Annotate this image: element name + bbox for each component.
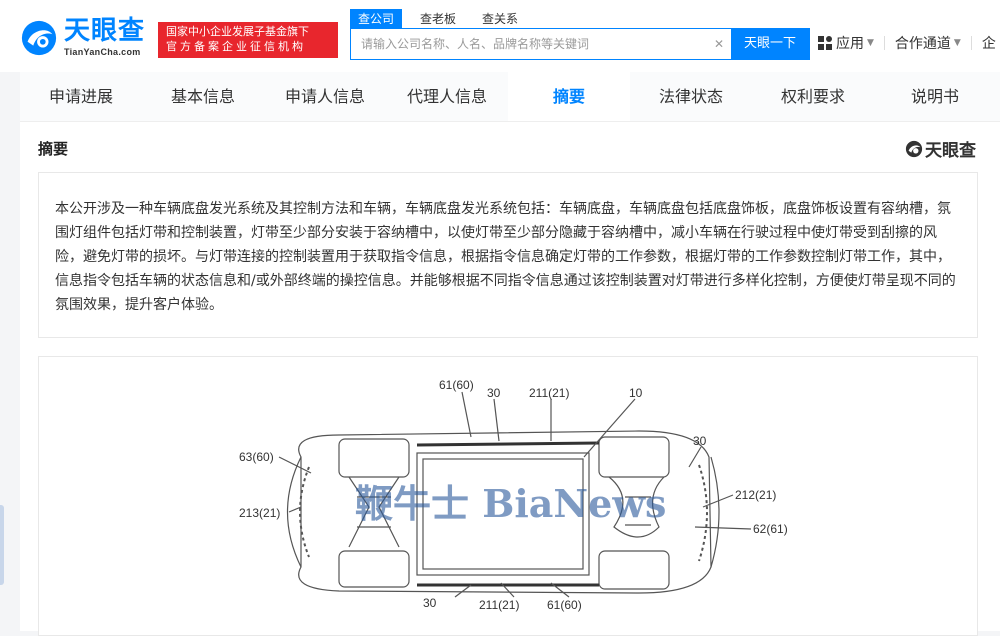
nav-enterprise[interactable]: 企	[981, 36, 996, 52]
nav-apps[interactable]: 应用	[836, 36, 864, 52]
section-title: 摘要	[38, 140, 69, 158]
tab-agent-info[interactable]: 代理人信息	[406, 87, 487, 106]
search-type-tabs: 查公司 查老板 查关系	[350, 9, 536, 28]
chevron-down-icon: ▼	[953, 38, 961, 48]
search-input[interactable]	[351, 29, 707, 59]
figure-label: 63(60)	[239, 450, 274, 464]
section-logo: 天眼查	[905, 136, 976, 161]
search-tab-boss[interactable]: 查老板	[420, 12, 457, 26]
badge-line-1: 国家中小企业发展子基金旗下	[166, 25, 309, 38]
tab-basic-info[interactable]: 基本信息	[170, 87, 235, 106]
figure-label: 61(60)	[547, 598, 582, 612]
figure-label: 211(21)	[479, 598, 519, 612]
top-header: 天眼查 TianYanCha.com 国家中小企业发展子基金旗下 官方备案企业征…	[0, 0, 1000, 72]
tab-abstract[interactable]: 摘要	[508, 72, 630, 121]
tianyancha-logo-icon	[21, 20, 57, 55]
section-logo-text: 天眼查	[925, 141, 976, 161]
search-tab-relation[interactable]: 查关系	[482, 12, 519, 26]
clear-icon[interactable]: ✕	[713, 37, 725, 51]
tab-applicant-info[interactable]: 申请人信息	[284, 87, 365, 106]
figure-label: 62(61)	[753, 522, 788, 536]
tianyancha-logo-icon	[905, 140, 923, 157]
logo-text-cn: 天眼查	[64, 16, 146, 46]
figure-label: 30	[693, 434, 707, 448]
figure-label: 10	[629, 386, 643, 400]
logo-text-en: TianYanCha.com	[64, 47, 141, 57]
apps-icon	[818, 36, 832, 50]
figure-label: 61(60)	[439, 378, 474, 392]
tab-specification[interactable]: 说明书	[910, 87, 959, 106]
tianyancha-logo[interactable]: 天眼查 TianYanCha.com	[20, 18, 145, 57]
side-float-tab[interactable]	[0, 505, 4, 585]
patent-detail: 申请进展 基本信息 申请人信息 代理人信息 摘要 法律状态 权利要求 说明书 摘…	[20, 72, 1000, 636]
official-badge[interactable]: 国家中小企业发展子基金旗下 官方备案企业征信机构	[158, 22, 338, 58]
vehicle-chassis-drawing: 61(60) 30 211(21) 10 30 63(60) 213(21) 2…	[239, 378, 788, 612]
tab-application-progress[interactable]: 申请进展	[48, 87, 113, 106]
patent-tabs: 申请进展 基本信息 申请人信息 代理人信息 摘要 法律状态 权利要求 说明书	[20, 72, 1000, 122]
figure-label: 212(21)	[735, 488, 776, 502]
top-nav: 应用 ▼ 合作通道 ▼ 企	[818, 33, 996, 53]
figure-label: 213(21)	[239, 506, 280, 520]
figure-label: 30	[487, 386, 501, 400]
watermark: 鞭牛士 BiaNews	[355, 481, 666, 526]
figure-label: 211(21)	[529, 386, 569, 400]
nav-partner[interactable]: 合作通道	[894, 36, 951, 52]
search-box: ✕ 天眼一下	[350, 28, 810, 60]
nav-divider	[970, 36, 972, 50]
chevron-down-icon: ▼	[867, 38, 874, 48]
search-button[interactable]: 天眼一下	[731, 29, 809, 59]
nav-divider	[883, 36, 885, 50]
badge-line-2: 官方备案企业征信机构	[166, 40, 306, 53]
tab-claims[interactable]: 权利要求	[780, 87, 845, 106]
figure-label: 30	[423, 596, 437, 610]
abstract-text: 本公开涉及一种车辆底盘发光系统及其控制方法和车辆，车辆底盘发光系统包括：车辆底盘…	[38, 172, 978, 338]
patent-figure: 61(60) 30 211(21) 10 30 63(60) 213(21) 2…	[38, 356, 978, 636]
tab-legal-status[interactable]: 法律状态	[658, 87, 723, 106]
search-tab-company[interactable]: 查公司	[350, 9, 403, 28]
